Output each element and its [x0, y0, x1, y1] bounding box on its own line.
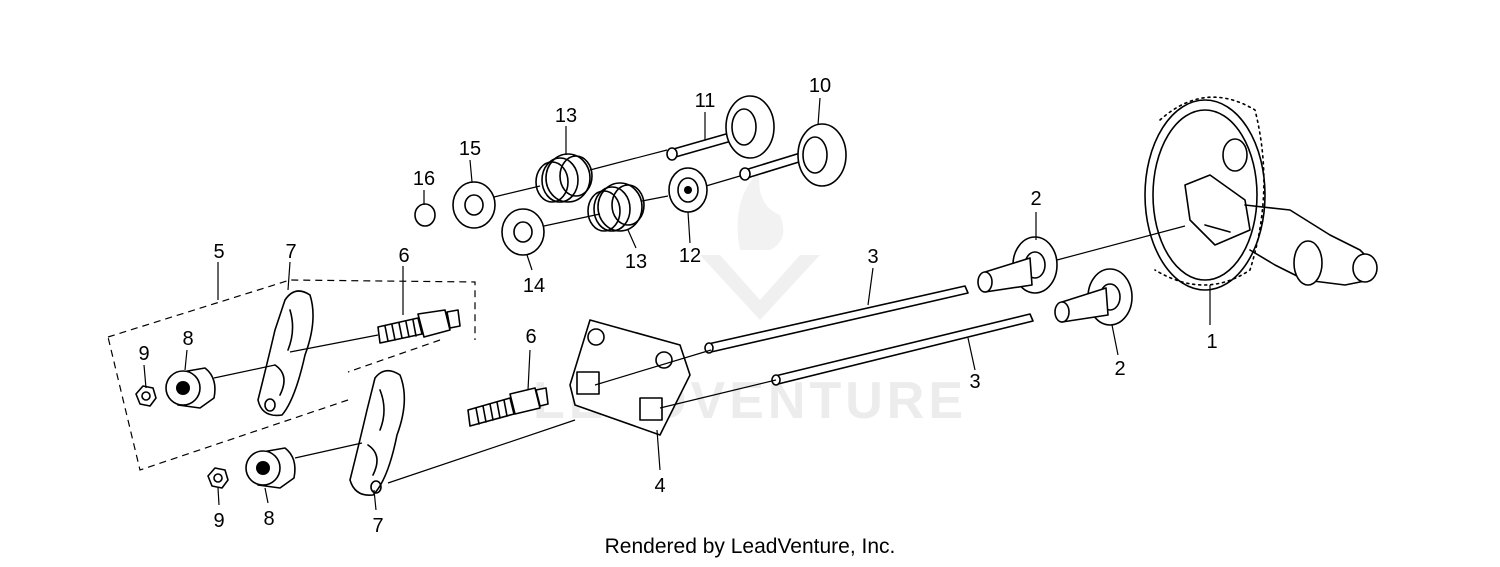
- part-valve-spring-upper: [535, 153, 593, 203]
- callout-7: 7: [372, 515, 383, 537]
- part-camshaft: [1144, 96, 1378, 291]
- callout-1: 1: [1206, 331, 1217, 353]
- part-exhaust-valve: [739, 123, 847, 187]
- callout-2: 2: [1030, 188, 1041, 210]
- callout-13: 13: [625, 251, 647, 273]
- callout-7: 7: [285, 241, 296, 263]
- callout-leaders: [143, 97, 1211, 511]
- part-push-rod-lower: [771, 313, 1034, 386]
- callout-12: 12: [679, 245, 701, 267]
- callout-8: 8: [263, 508, 274, 530]
- callout-3: 3: [867, 246, 878, 268]
- callout-5: 5: [213, 241, 224, 263]
- callout-16: 16: [413, 168, 435, 190]
- callout-13: 13: [555, 105, 577, 127]
- callout-labels: 1 2 2 3 3 4 5 6 6 7 7 8 8 9 9 10 11 12 1…: [138, 75, 1217, 537]
- part-spring-retainer-lower: [501, 208, 545, 256]
- part-valve-stem-seal: [668, 167, 708, 213]
- assembly-lines: [213, 149, 1186, 484]
- callout-6: 6: [398, 245, 409, 267]
- part-lock-nut-upper: [135, 385, 157, 407]
- callout-10: 10: [809, 75, 831, 97]
- part-push-rod-upper: [704, 285, 969, 354]
- part-intake-valve: [666, 95, 775, 161]
- part-tappet-lower: [1054, 268, 1133, 326]
- part-guide-plate: [569, 319, 691, 436]
- assembly-group-box: [107, 279, 476, 471]
- part-spring-retainer-upper: [452, 181, 496, 229]
- part-lock-nut-lower: [207, 467, 229, 489]
- callout-11: 11: [695, 90, 716, 112]
- callout-6: 6: [525, 326, 536, 348]
- callout-3: 3: [969, 371, 980, 393]
- part-rocker-arm-lower: [349, 369, 406, 497]
- part-pivot-stud-upper: [377, 309, 461, 344]
- part-pivot-stud-lower: [467, 387, 549, 427]
- render-credit: Rendered by LeadVenture, Inc.: [604, 535, 896, 558]
- callout-4: 4: [654, 475, 665, 497]
- watermark-logo-icon: [700, 255, 820, 320]
- callout-2: 2: [1114, 358, 1125, 380]
- callout-9: 9: [138, 343, 149, 365]
- callout-9: 9: [213, 510, 224, 532]
- part-valve-spring-lower: [587, 182, 645, 232]
- callout-8: 8: [182, 328, 193, 350]
- part-valve-cap: [414, 203, 436, 227]
- watermark-flame-icon: [737, 170, 784, 250]
- part-rocker-arm-upper: [257, 290, 314, 417]
- callout-14: 14: [523, 275, 545, 297]
- part-tappet-upper: [977, 236, 1058, 294]
- part-pivot-ball-upper: [165, 367, 216, 409]
- callout-15: 15: [459, 138, 481, 160]
- part-pivot-ball-lower: [245, 447, 296, 489]
